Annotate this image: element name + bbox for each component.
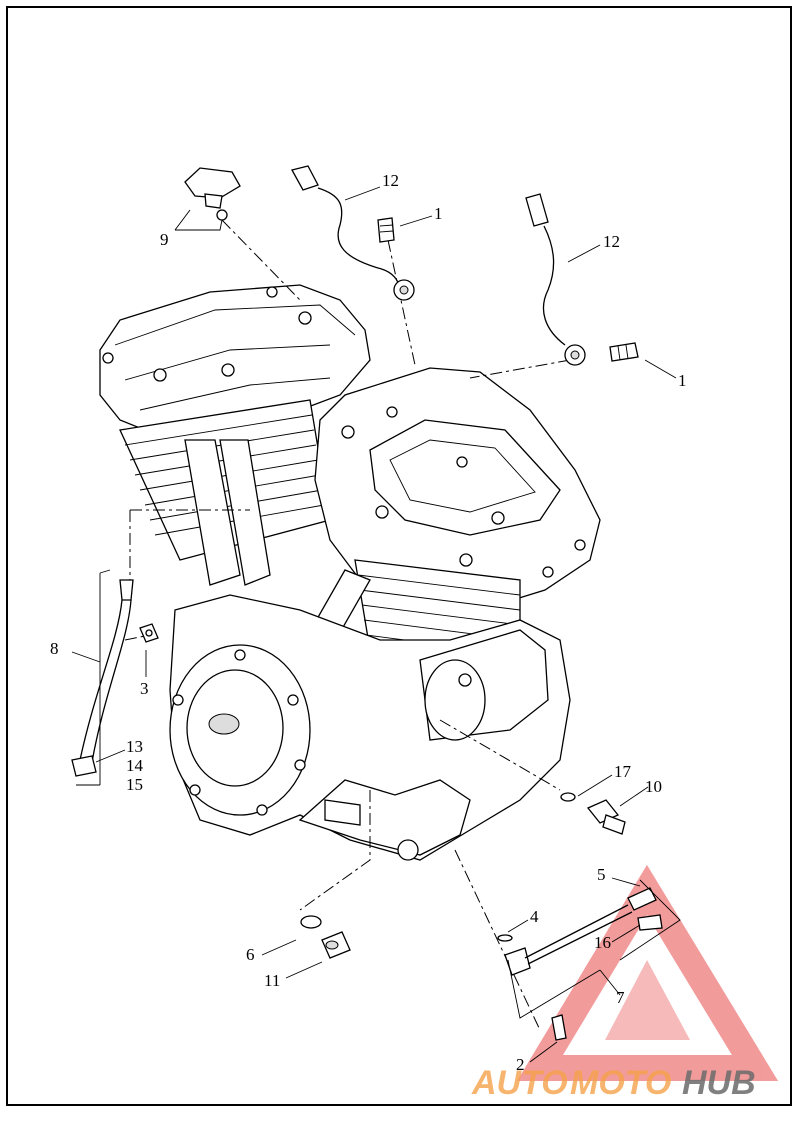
- watermark-auto: AUTO: [471, 1064, 568, 1102]
- callout-3: 3: [140, 679, 149, 698]
- callout-14: 14: [126, 756, 144, 775]
- callout-7: 7: [616, 988, 625, 1007]
- callout-10: 10: [645, 777, 662, 796]
- part-hose: [71, 579, 134, 777]
- watermark-logo-graphic: [517, 864, 779, 1081]
- assembly-leader-lines: [124, 219, 571, 1031]
- watermark-moto: MOTO: [570, 1064, 671, 1102]
- callout-13: 13: [126, 737, 143, 756]
- diagram-frame: [6, 6, 792, 1106]
- part-drain-plug: [300, 915, 351, 959]
- engine-assembly: [99, 284, 601, 861]
- part-sensor-cable-right: [525, 193, 586, 366]
- callout-1-top: 1: [434, 204, 443, 223]
- callout-2: 2: [516, 1055, 525, 1074]
- watermark-logo-text: AUTO MOTO HUB: [471, 1064, 756, 1102]
- part-bolt-right: [609, 342, 639, 362]
- callout-1-right: 1: [678, 371, 687, 390]
- part-clip: [139, 623, 159, 643]
- callout-labels: 12 1 12 1 9 8 3 13 14 15 17 10 5 4 16 6 …: [50, 171, 687, 1074]
- callout-12-top: 12: [382, 171, 399, 190]
- callout-15: 15: [126, 775, 143, 794]
- callout-4: 4: [530, 907, 539, 926]
- callout-12-right: 12: [603, 232, 620, 251]
- part-bolt-top: [377, 217, 395, 243]
- watermark-hub: HUB: [682, 1064, 756, 1102]
- part-oil-sensor: [560, 792, 626, 835]
- callout-9: 9: [160, 230, 169, 249]
- callout-8: 8: [50, 639, 59, 658]
- callout-6: 6: [246, 945, 255, 964]
- callout-11: 11: [264, 971, 280, 990]
- callout-5: 5: [597, 865, 606, 884]
- part-map-sensor: [184, 167, 241, 221]
- part-sensor-cable-left: [291, 165, 415, 301]
- callout-16: 16: [594, 933, 611, 952]
- callout-17: 17: [614, 762, 632, 781]
- callout-leaders: [71, 186, 677, 1063]
- part-ground-cable: [497, 879, 681, 1041]
